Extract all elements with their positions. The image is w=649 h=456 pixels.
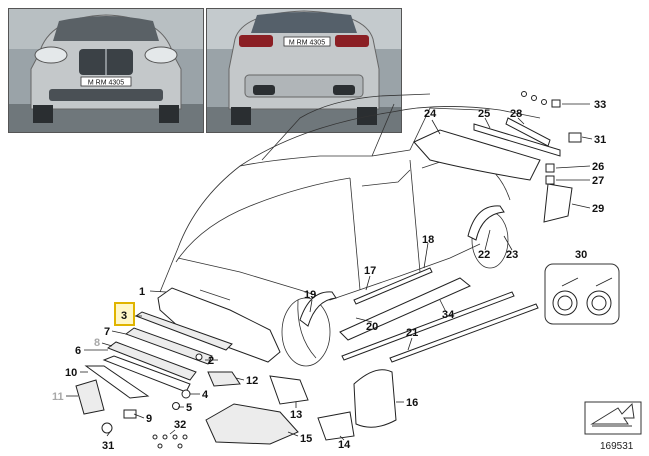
callout-1[interactable]: 1 xyxy=(139,286,145,298)
leader-lines xyxy=(66,103,593,441)
diagram-number: 169531 xyxy=(600,441,634,452)
callout-18[interactable]: 18 xyxy=(422,234,434,246)
insert-11 xyxy=(75,379,105,415)
callout-8[interactable]: 8 xyxy=(94,337,100,349)
wheel-arch-liner-16 xyxy=(353,369,397,428)
fastener-5 xyxy=(172,402,180,410)
panel-29 xyxy=(543,183,573,223)
trim-strip-28 xyxy=(505,117,551,147)
callout-31-bottom[interactable]: 31 xyxy=(102,440,114,452)
callout-5[interactable]: 5 xyxy=(186,402,192,414)
callout-4[interactable]: 4 xyxy=(202,389,209,401)
callout-6[interactable]: 6 xyxy=(75,345,81,357)
callout-34[interactable]: 34 xyxy=(442,309,455,321)
moulding-34 xyxy=(341,291,515,361)
strip-21 xyxy=(389,303,539,363)
side-sill-trim xyxy=(339,277,471,341)
callout-13[interactable]: 13 xyxy=(290,409,302,421)
moulding-17 xyxy=(353,267,433,305)
callout-2[interactable]: 2 xyxy=(208,355,214,367)
trim-strip-25 xyxy=(473,123,561,157)
callout-15[interactable]: 15 xyxy=(300,433,312,445)
rear-bumper-parts xyxy=(413,91,582,223)
front-car-photo: M RM 4305 xyxy=(8,8,204,133)
grid-12 xyxy=(207,371,241,387)
side-parts xyxy=(299,205,539,363)
callout-22[interactable]: 22 xyxy=(478,249,490,261)
callout-17[interactable]: 17 xyxy=(364,265,376,277)
callout-27[interactable]: 27 xyxy=(592,175,604,187)
fastener-2 xyxy=(195,353,203,361)
clip-26 xyxy=(545,163,555,173)
fastener-4 xyxy=(181,389,191,399)
callout-labels: 1 2 3 4 5 6 7 8 9 10 11 12 13 14 15 16 1… xyxy=(52,99,606,452)
callout-23[interactable]: 23 xyxy=(506,249,518,261)
grille-6 xyxy=(106,341,197,381)
callout-16[interactable]: 16 xyxy=(406,397,418,409)
highlighted-callout-box[interactable] xyxy=(114,302,135,326)
screws-32 xyxy=(152,434,188,449)
screws-33 xyxy=(521,91,561,108)
rear-bumper-24 xyxy=(413,129,541,181)
exhaust-tips-30 xyxy=(552,277,613,316)
rear-plate-text: M RM 4305 xyxy=(289,40,325,47)
callout-24[interactable]: 24 xyxy=(424,108,437,120)
navigation-arrow-icon[interactable] xyxy=(584,401,642,435)
callout-19[interactable]: 19 xyxy=(304,289,316,301)
callout-29[interactable]: 29 xyxy=(592,203,604,215)
callout-25[interactable]: 25 xyxy=(478,108,490,120)
front-bumper-trim xyxy=(157,287,281,363)
grille-7 xyxy=(124,327,213,365)
callout-21[interactable]: 21 xyxy=(406,327,418,339)
clip-9 xyxy=(123,409,137,419)
inset-box-30 xyxy=(544,263,620,325)
callout-9[interactable]: 9 xyxy=(146,413,152,425)
callout-20[interactable]: 20 xyxy=(366,321,378,333)
front-bumper-parts xyxy=(75,287,397,449)
lower-grille-8 xyxy=(102,355,191,393)
callout-7[interactable]: 7 xyxy=(104,326,110,338)
cover-14 xyxy=(317,411,355,441)
callout-31-top[interactable]: 31 xyxy=(594,134,606,146)
front-plate-text: M RM 4305 xyxy=(88,80,124,87)
callout-26[interactable]: 26 xyxy=(592,161,604,173)
callout-28[interactable]: 28 xyxy=(510,108,522,120)
rear-car-photo: M RM 4305 xyxy=(206,8,402,133)
arch-trim-22 xyxy=(467,205,505,241)
bracket-13 xyxy=(269,375,309,405)
callout-12[interactable]: 12 xyxy=(246,375,258,387)
clip-31-top xyxy=(568,132,582,143)
underbody-panel-15 xyxy=(205,403,299,445)
callout-10[interactable]: 10 xyxy=(65,367,77,379)
callout-3[interactable]: 3 xyxy=(121,310,127,322)
callout-30[interactable]: 30 xyxy=(575,249,587,261)
insert-10 xyxy=(84,365,150,399)
center-grille-3 xyxy=(134,311,233,351)
clip-31-bottom xyxy=(101,422,113,434)
callout-33[interactable]: 33 xyxy=(594,99,606,111)
callout-11[interactable]: 11 xyxy=(52,391,64,403)
clip-27 xyxy=(545,175,555,185)
arch-trim-19 xyxy=(299,291,337,327)
callout-14[interactable]: 14 xyxy=(338,439,351,451)
callout-32[interactable]: 32 xyxy=(174,419,186,431)
